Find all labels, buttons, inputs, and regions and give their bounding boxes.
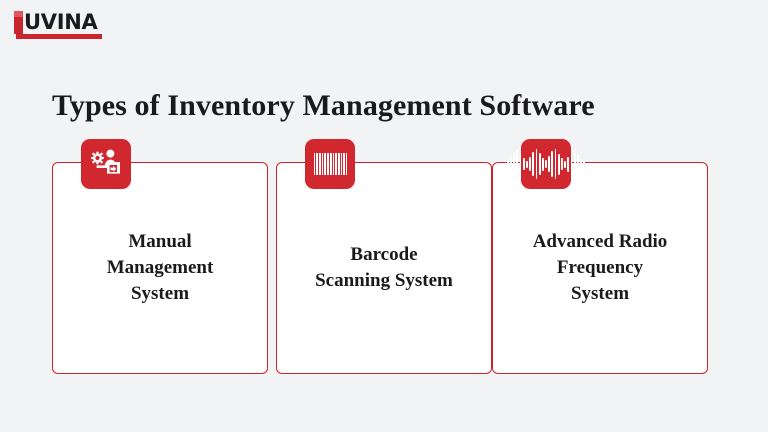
card-manual-management-system[interactable]: Manual Management System bbox=[52, 139, 268, 374]
card-label-line: Manual bbox=[128, 231, 192, 252]
card-label-line: Management bbox=[106, 257, 214, 278]
barcode-icon bbox=[305, 139, 355, 189]
luvina-logo[interactable]: UVINA bbox=[14, 9, 109, 39]
waveform-bars bbox=[506, 149, 586, 179]
card-label-line: Advanced Radio bbox=[532, 231, 668, 252]
page-title: Types of Inventory Management Software bbox=[52, 89, 595, 123]
radio-frequency-waveform-icon bbox=[506, 139, 586, 189]
logo-l-bracket-icon bbox=[14, 11, 23, 34]
card-label: Barcode Scanning System bbox=[287, 242, 481, 294]
card-label-line: Scanning System bbox=[315, 270, 453, 291]
card-label: Manual Management System bbox=[63, 229, 257, 307]
card-label-line: Barcode bbox=[350, 244, 418, 265]
logo-l-bracket-foot-icon bbox=[16, 34, 102, 39]
person-with-box-and-gear-icon bbox=[81, 139, 131, 189]
barcode-stripes bbox=[314, 153, 346, 175]
card-barcode-scanning-system[interactable]: Barcode Scanning System bbox=[276, 139, 492, 374]
logo-wordmark: UVINA bbox=[24, 10, 98, 34]
card-label-line: System bbox=[130, 283, 190, 304]
card-label-line: Frequency bbox=[556, 257, 644, 278]
card-label-line: System bbox=[570, 283, 630, 304]
card-label: Advanced Radio Frequency System bbox=[503, 229, 697, 307]
card-row: Manual Management System Barcode Scannin… bbox=[52, 139, 708, 374]
logo-l-bracket-bevel-icon bbox=[14, 11, 23, 17]
card-advanced-radio-frequency-system[interactable]: Advanced Radio Frequency System bbox=[492, 139, 708, 374]
